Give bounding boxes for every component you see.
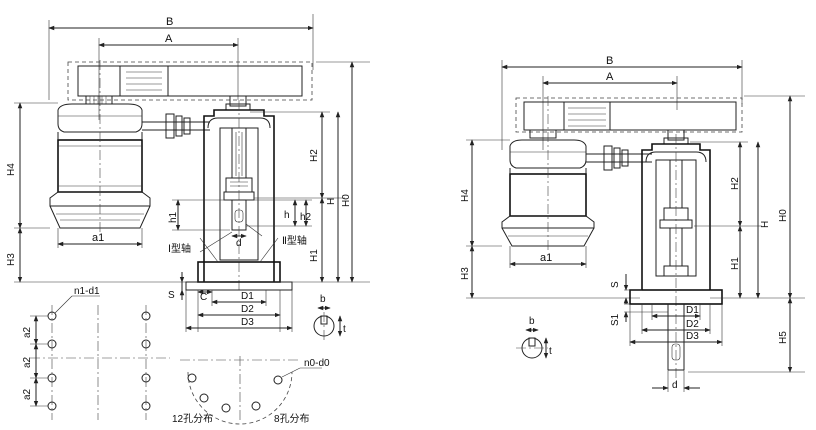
- dim-H1-right: H1: [730, 257, 741, 270]
- keyway-b-right: b: [529, 316, 535, 327]
- left-view: B A: [6, 14, 370, 332]
- label-n1-d1: n1-d1: [74, 286, 100, 297]
- dim-H3-right: H3: [460, 267, 471, 280]
- keyway-t-right: t: [549, 346, 552, 357]
- dim-D3-left: D3: [241, 317, 254, 328]
- dim-h-left: h: [284, 210, 290, 221]
- right-view: B A H4 H3 a1: [460, 55, 805, 392]
- label-type1-shaft: Ⅰ型轴: [168, 242, 191, 255]
- dim-H2-left: H2: [309, 149, 320, 162]
- dim-h2-left: h2: [300, 212, 312, 223]
- label-8-holes: 8孔分布: [274, 413, 310, 425]
- dim-D2-left: D2: [241, 304, 254, 315]
- dim-H3-left: H3: [6, 253, 17, 266]
- dim-H2-right: H2: [730, 177, 741, 190]
- dim-H1-left: H1: [309, 249, 320, 262]
- hole-pattern-circular: n0-d0 12孔分布 8孔分布: [172, 356, 330, 425]
- dim-D2-right: D2: [686, 319, 699, 330]
- dim-H0-right: H0: [778, 209, 789, 222]
- dim-h1-left: h1: [168, 211, 179, 223]
- dim-a1-right: a1: [540, 252, 552, 264]
- dim-H5-right: H5: [778, 331, 789, 344]
- dim-d-right: d: [672, 380, 678, 391]
- dim-B-left: B: [166, 16, 173, 28]
- dim-D3-right: D3: [686, 331, 699, 342]
- dim-H0-left: H0: [341, 194, 352, 207]
- dim-a2-1: a2: [22, 326, 33, 338]
- dim-C-left: C: [200, 292, 207, 303]
- dim-H-right: H: [760, 221, 771, 228]
- keyway-b-left: b: [320, 294, 326, 305]
- dim-S-left: S: [168, 290, 175, 301]
- dim-A-right: A: [606, 71, 614, 83]
- dim-H4-right: H4: [460, 189, 471, 202]
- keyway-t-left: t: [343, 324, 346, 335]
- label-type2-shaft: Ⅱ型轴: [282, 234, 307, 247]
- dim-a1-left: a1: [92, 232, 104, 244]
- keyway-detail-left: b t: [313, 294, 346, 342]
- hole-pattern-rect: n1-d1 a2 a2 a2: [22, 286, 170, 420]
- dim-d-left: d: [236, 238, 242, 249]
- dim-S1-right: S1: [610, 313, 621, 326]
- dim-a2-3: a2: [22, 388, 33, 400]
- dim-D1-left: D1: [241, 291, 254, 302]
- dim-H-left: H: [326, 198, 337, 205]
- dim-S-right: S: [610, 281, 621, 288]
- dim-D1-right: D1: [686, 305, 699, 316]
- dim-H4-left: H4: [6, 163, 17, 176]
- label-n0-d0: n0-d0: [304, 358, 330, 369]
- dim-B-right: B: [606, 55, 613, 67]
- keyway-detail-right: b t: [516, 316, 552, 359]
- dim-A-left: A: [165, 33, 173, 45]
- label-12-holes: 12孔分布: [172, 413, 213, 425]
- dim-a2-2: a2: [22, 356, 33, 368]
